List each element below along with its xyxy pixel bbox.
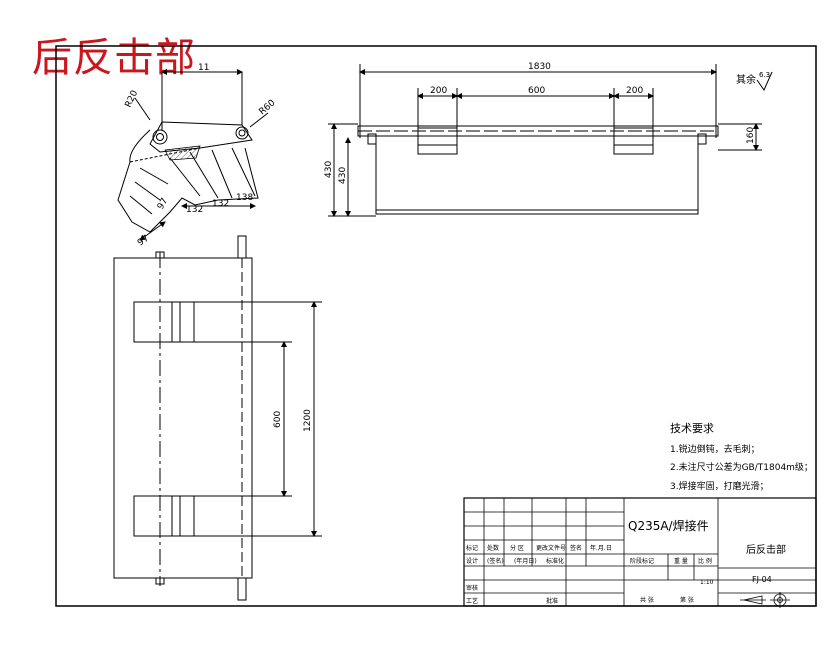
tb-process: 工艺 xyxy=(466,597,478,605)
tb-ratio: 比 例 xyxy=(698,557,712,565)
tb-h4: 签名 xyxy=(570,544,582,552)
tb-review: 审核 xyxy=(466,584,478,592)
dim-r60: R60 xyxy=(258,98,278,117)
tech-requirements: 技术要求 1.锐边倒钝，去毛刺； 2.未注尺寸公差为GB/T1804m级； 3.… xyxy=(670,422,813,492)
svg-text:技术要求: 技术要求 xyxy=(670,422,714,435)
tb-h5: 年.月.日 xyxy=(590,544,612,552)
tb-material: Q235A/焊接件 xyxy=(628,518,709,533)
roughness-note: 其余 6.3 xyxy=(736,71,773,92)
dim-front-h2: 430 xyxy=(338,167,348,184)
dim-plan-outer: 1200 xyxy=(303,409,313,432)
dim-r20: R20 xyxy=(124,89,141,110)
side-view xyxy=(117,69,269,241)
tb-r3: 标准化 xyxy=(546,557,564,565)
tb-h0: 标记 xyxy=(466,544,478,552)
tb-drawing-no: FJ-04 xyxy=(752,575,772,584)
tb-r1: (签名) xyxy=(487,557,504,565)
dim-132-a: 132 xyxy=(186,205,203,215)
title-block xyxy=(463,497,817,607)
dim-97-b: 97 xyxy=(136,234,151,249)
svg-text:6.3: 6.3 xyxy=(759,71,770,79)
dim-132-b: 132 xyxy=(212,199,229,209)
dim-front-mid: 600 xyxy=(528,86,545,96)
svg-text:3.焊接牢固，打磨光滑；: 3.焊接牢固，打磨光滑； xyxy=(670,480,769,492)
svg-text:1.锐边倒钝，去毛刺；: 1.锐边倒钝，去毛刺； xyxy=(670,443,760,455)
dim-97-a: 97 xyxy=(156,197,170,212)
tb-h1: 处数 xyxy=(487,544,499,552)
dim-front-right: 200 xyxy=(626,86,643,96)
dim-front-total: 1830 xyxy=(528,62,551,72)
tb-h3: 更改文件号 xyxy=(536,544,566,552)
svg-text:其余: 其余 xyxy=(736,73,756,86)
front-view xyxy=(328,64,762,217)
tb-weight: 重 量 xyxy=(674,557,688,565)
dim-front-h3: 160 xyxy=(746,127,756,144)
tb-approve: 批准 xyxy=(546,597,558,605)
plan-view xyxy=(113,235,322,601)
side-view-hatch xyxy=(164,145,201,161)
tb-part-name: 后反击部 xyxy=(746,543,786,556)
projection-symbol xyxy=(740,592,790,608)
dim-top: 11 xyxy=(198,63,209,73)
svg-text:2.未注尺寸公差为GB/T1804m级；: 2.未注尺寸公差为GB/T1804m级； xyxy=(670,461,813,473)
tb-r0: 设计 xyxy=(466,557,478,565)
tb-r2: (年月日) xyxy=(514,557,537,565)
tb-stage: 阶段标记 xyxy=(630,557,654,565)
tb-scale: 1:10 xyxy=(700,579,714,586)
dim-138: 138 xyxy=(236,193,253,203)
tb-h2: 分 区 xyxy=(510,544,524,552)
tb-sheet-no: 第 张 xyxy=(680,596,694,604)
tb-sheet-total: 共 张 xyxy=(640,596,654,604)
dim-plan-inner: 600 xyxy=(273,411,283,428)
dim-front-left: 200 xyxy=(430,86,447,96)
drawing-frame xyxy=(55,45,817,607)
dim-front-h1: 430 xyxy=(324,161,334,178)
